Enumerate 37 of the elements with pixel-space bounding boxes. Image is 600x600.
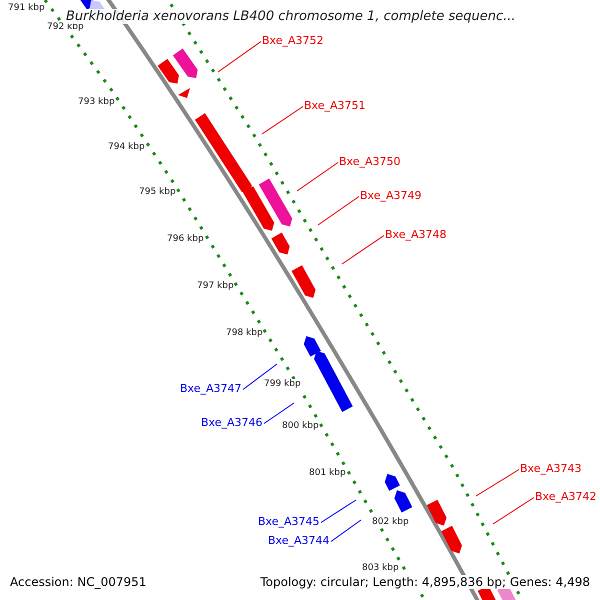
tick-label: 796 kbp: [167, 234, 204, 245]
tick-label: 802 kbp: [372, 517, 409, 528]
leader-line: [330, 520, 362, 542]
leader-line: [318, 196, 360, 226]
gene-label: Bxe_A3747: [180, 382, 242, 395]
gene-label: Bxe_A3744: [268, 534, 330, 547]
gene-label: Bxe_A3745: [258, 515, 320, 528]
gene-label: Bxe_A3749: [360, 189, 422, 202]
gene-label: Bxe_A3746: [201, 416, 263, 429]
gene-label: Bxe_A3751: [304, 99, 366, 112]
leader-line: [262, 106, 304, 134]
leader-line: [242, 364, 278, 390]
gene-label: Bxe_A3748: [385, 228, 447, 241]
leader-line: [296, 162, 338, 192]
tick-label: 800 kbp: [282, 421, 319, 432]
tick-label: 795 kbp: [139, 187, 176, 198]
leader-line: [264, 402, 294, 424]
gene-label: Bxe_A3743: [520, 462, 582, 475]
tick-label: 803 kbp: [362, 563, 399, 574]
leader-line: [320, 500, 356, 523]
leader-line: [218, 41, 262, 72]
tick-label: 801 kbp: [309, 468, 346, 479]
tick-label: 797 kbp: [197, 281, 234, 292]
gene-label: Bxe_A3752: [262, 34, 324, 47]
gene-label: Bxe_A3742: [535, 490, 597, 503]
accession-text: Accession: NC_007951: [8, 575, 148, 589]
tick-label: 791 kbp: [8, 3, 45, 14]
leader-line: [492, 497, 534, 524]
sequence-info-text: Topology: circular; Length: 4,895,836 bp; Genes: 4,498: [258, 575, 592, 589]
leader-line: [342, 235, 384, 264]
leader-line: [476, 469, 520, 496]
tick-label: 798 kbp: [226, 328, 263, 339]
tick-label: 794 kbp: [108, 142, 145, 153]
tick-label: 799 kbp: [264, 379, 301, 390]
tick-label: 792 kbp: [47, 22, 84, 33]
gene-label: Bxe_A3750: [339, 155, 401, 168]
tick-label: 793 kbp: [78, 97, 115, 108]
